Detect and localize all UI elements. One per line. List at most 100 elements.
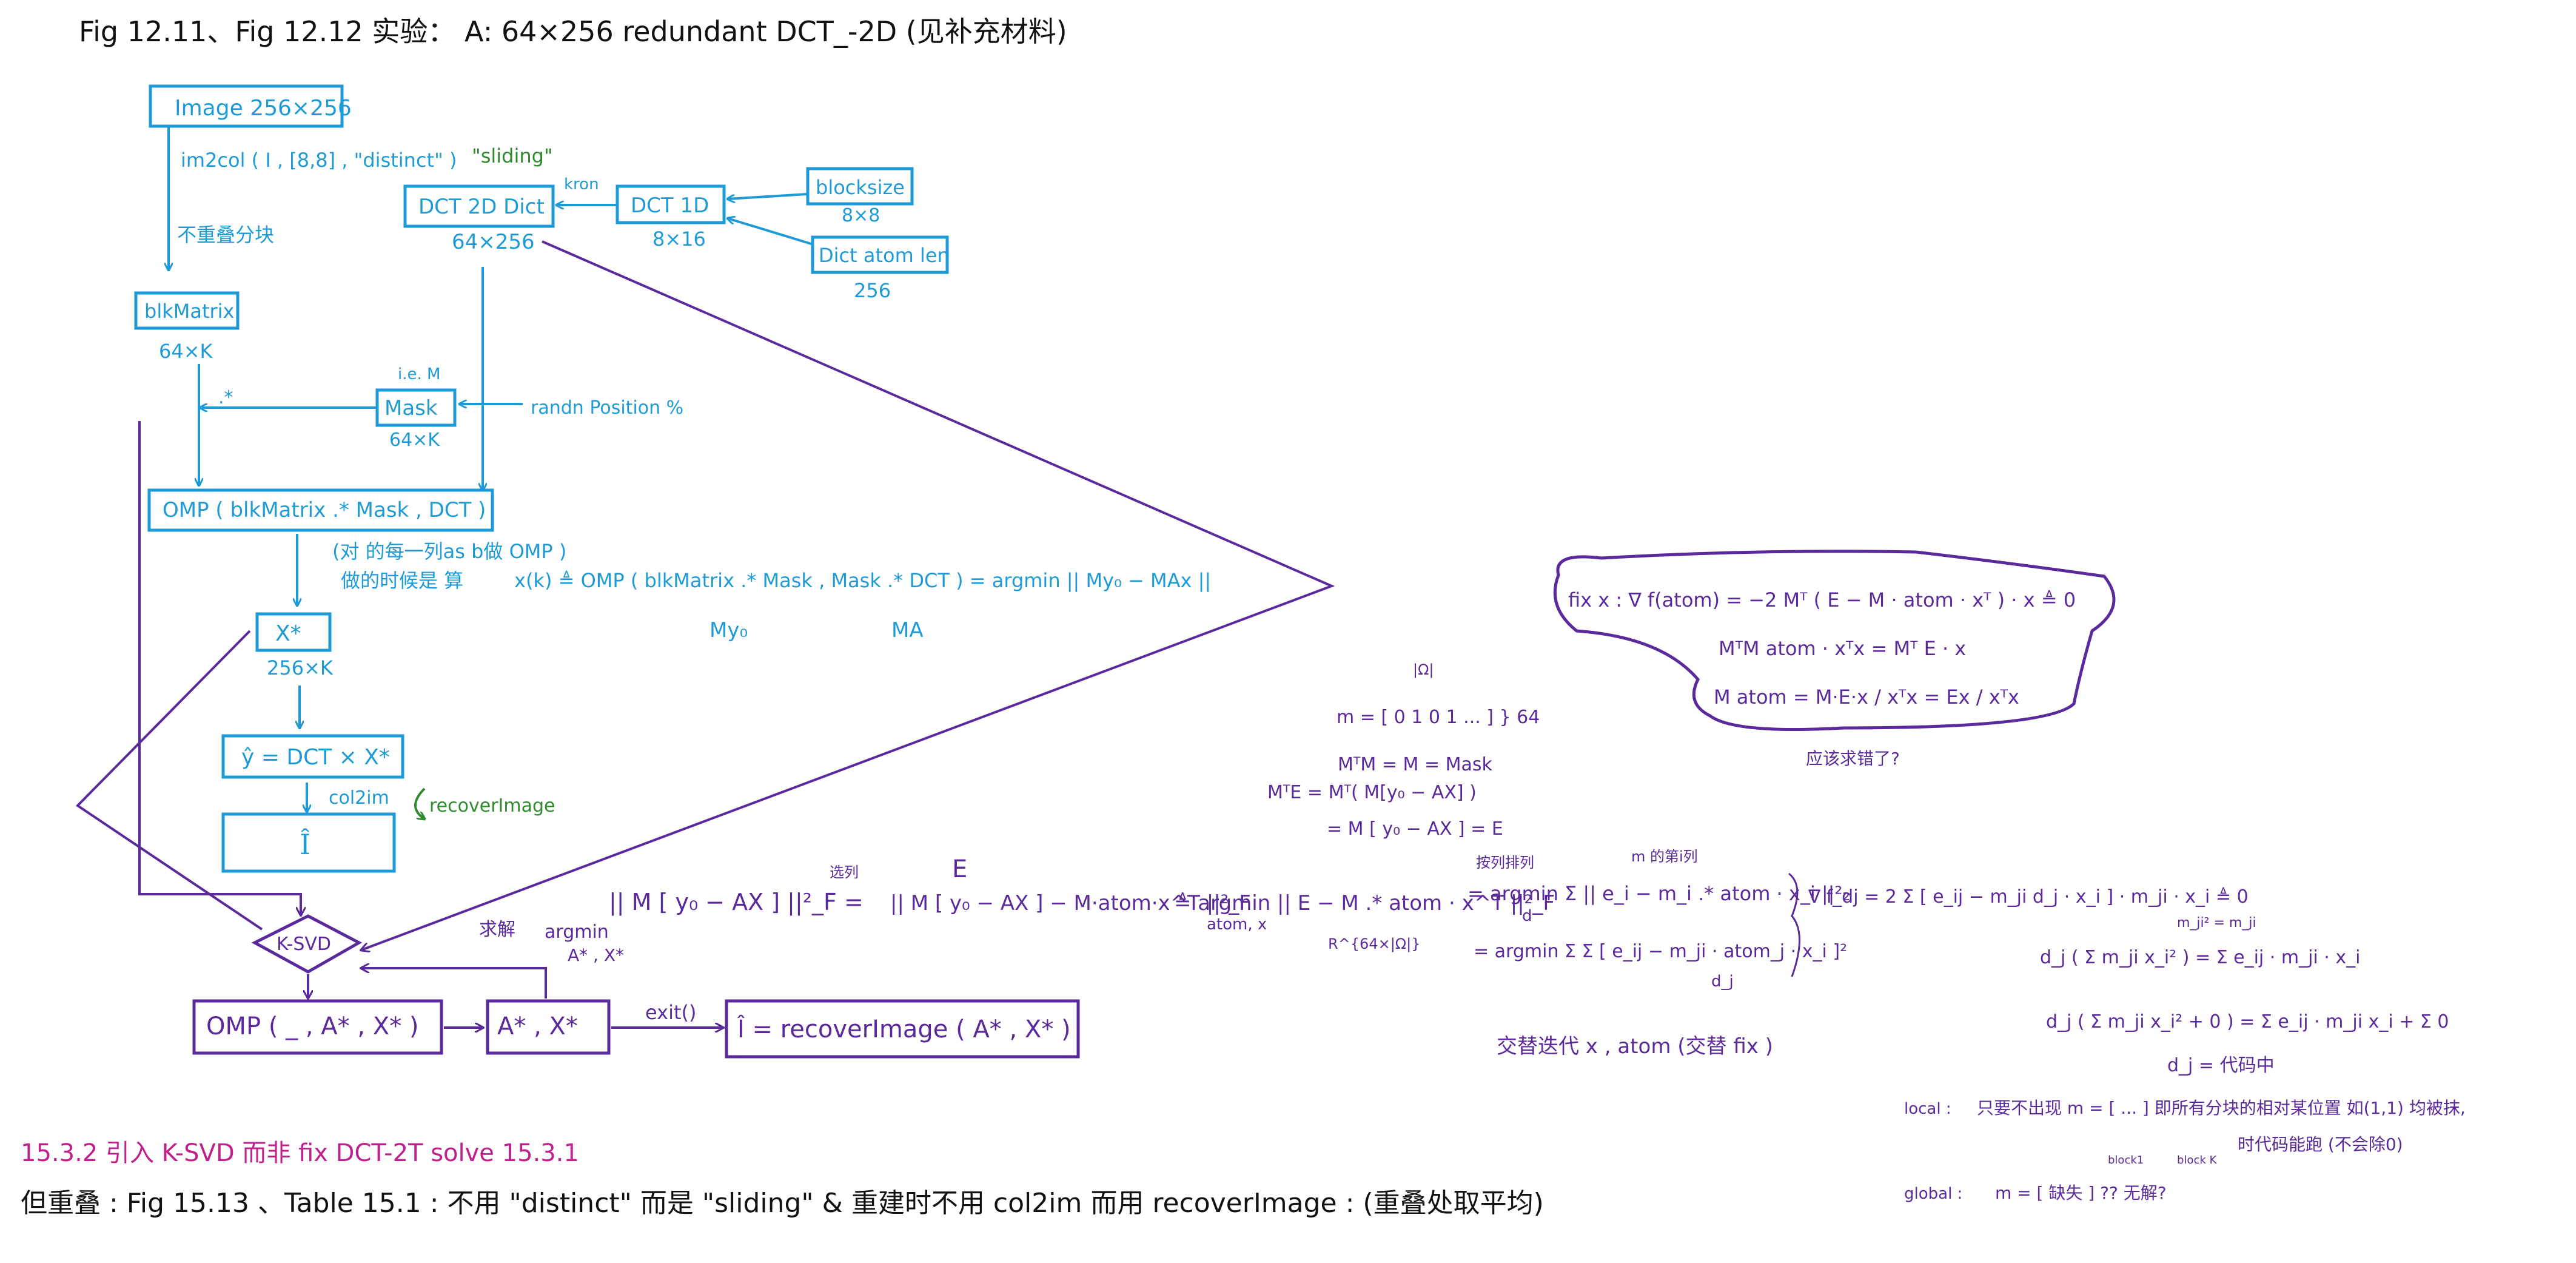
xstar-label: X* [275,621,301,646]
yhat-box [221,734,404,779]
ihat-label: Î [300,827,310,861]
argmin-ax: argmin [545,921,609,943]
argmin-d: = argmin Σ || e_i − m_i .* atom · x_i ||… [1467,882,1850,905]
e-label: E [952,855,967,883]
mask-dim: 64×K [389,429,440,451]
global-label: global : [1904,1185,1962,1203]
argmin-sum: = argmin Σ Σ [ e_ij − m_ji · atom_j · x_… [1474,941,1847,962]
blkmatrix-dim: 64×K [159,340,213,363]
fixbox-line1: fix x : ∇ f(atom) = −2 Mᵀ ( E − M · atom… [1568,588,2076,611]
atomlen-dim: 256 [854,279,891,302]
blockk-label: block K [2177,1154,2217,1167]
omp-note2: 做的时候是 算 [341,569,463,592]
dct2d-box [403,184,555,228]
ax-label: A* , X* [497,1012,578,1040]
fixbox-line2: MᵀM atom · xᵀx = Mᵀ E · x [1719,637,1966,660]
final-box [725,999,1080,1059]
alternate-label: 交替迭代 x , atom (交替 fix ) [1497,1034,1773,1059]
eq2: d_j ( Σ m_ji x_i² + 0 ) = Σ e_ij · m_ji … [2046,1011,2449,1032]
mte: MᵀE = Mᵀ( M[y₀ − AX] ) [1267,782,1477,803]
mte2: = M [ y₀ − AX ] = E [1327,818,1503,840]
ksvd-label: K-SVD [277,934,331,955]
objective: || M [ y₀ − AX ] ||²_F = [609,889,864,916]
dj-result: d_j = 代码中 [2167,1055,2275,1076]
mask-to-ksvd-line [138,421,301,915]
brace [1788,872,1800,977]
mji-sq: m_ji² = m_ji [2177,915,2256,931]
randn-label: randn Position % [531,397,683,419]
xstar-box [255,612,332,652]
yhat-label: ŷ = DCT × X* [241,745,390,770]
dct2d-dim: 64×256 [452,230,535,254]
omega-label: |Ω| [1413,661,1434,678]
blkmatrix-label: blkMatrix [144,300,234,323]
xstar-dim: 256×K [267,656,334,679]
fixbox-note: 应该求错了? [1806,749,1900,769]
global-text: m = [ 缺失 ] ?? 无解? [1995,1183,2167,1203]
atomlen-box [811,235,949,274]
atomlen-label: Dict atom len [819,244,950,267]
omp-box [147,488,494,532]
image-label: Image 256×256 [175,96,352,121]
mask-note: i.e. M [398,365,440,383]
d-sub: d [1522,907,1532,925]
solve-label: 求解 [479,919,515,940]
m-def: m = [ 0 1 0 1 ... ] } 64 [1337,707,1540,728]
dj-label: d_j [1711,972,1734,991]
grad: ∇ f_dj = 2 Σ [ e_ij − m_ji d_j · x_i ] ·… [1808,886,2249,908]
omp2-label: OMP ( _ , A* , X* ) [206,1012,419,1040]
exit-label: exit() [645,1001,696,1024]
dotstar-label: .* [218,387,233,408]
blocksize-dim: 8×8 [842,205,880,226]
ksvd-diamond [251,914,363,974]
omp-note1: (对 的每一列as b做 OMP ) [332,540,566,563]
sliding-label: "sliding" [472,144,553,167]
blocksize-label: blocksize [816,176,905,199]
fix-cloud [1553,550,2116,731]
page-title: Fig 12.11、Fig 12.12 实验： A: 64×256 redund… [79,15,1067,48]
recover-image-label: recoverImage [429,795,555,817]
footer-line1: 15.3.2 引入 K-SVD 而非 fix DCT-2T solve 15.3… [21,1139,579,1167]
dct1d-dim: 8×16 [652,227,706,251]
r-dim: R^{64×|Ω|} [1328,935,1420,952]
dct1d-box [615,184,726,224]
ax-box [486,999,611,1055]
mask-label: Mask [384,396,438,420]
image-box [149,84,344,128]
mask-box [375,388,457,427]
omp-formula: x(k) ≜ OMP ( blkMatrix .* Mask , Mask .*… [514,569,1211,592]
atom-x-sub: atom, x [1207,915,1267,934]
col2im-label: col2im [329,787,389,809]
triangle-left [75,630,263,931]
final-label: Î = recoverImage ( A* , X* ) [737,1014,1071,1043]
local-label: local : [1904,1100,1951,1118]
local-text: 只要不出现 m = [ ... ] 即所有分块的相对某位置 如(1,1) 均被抹… [1977,1098,2466,1118]
loop-back-line [361,968,547,999]
follow-label: 按列排列 [1476,854,1534,871]
kron-label: kron [564,175,599,194]
mtm: MᵀM = M = Mask [1338,754,1493,775]
im2col-label: im2col ( I , [8,8] , "distinct" ) [181,149,457,172]
select-label: 选列 [830,864,859,881]
eq1: d_j ( Σ m_ji x_i² ) = Σ e_ij · m_ji · x_… [2040,947,2360,968]
footer-line2: 但重叠 : Fig 15.13 、Table 15.1 : 不用 "distin… [21,1188,1544,1219]
expand: || M [ y₀ − AX ] − M·atom·x^T ||²_F [890,891,1251,915]
triangle-right [361,240,1335,950]
omp2-box [192,999,443,1055]
atomlen-arrow [728,218,812,245]
argmin-atom: ≜ argmin || E − M .* atom · x^T ||²_F [1174,891,1555,915]
blkmatrix-box [134,291,240,330]
block1-label: block1 [2108,1154,2144,1167]
dct2d-label: DCT 2D Dict [418,195,545,219]
argmin-ax-sub: A* , X* [568,945,624,965]
ihat-box [221,812,396,873]
recover-arrow [414,787,424,819]
ma-label: MA [891,618,924,642]
local-text2: 时代码能跑 (不会除0) [2238,1134,2403,1154]
m-col-label: m 的第i列 [1631,848,1698,865]
dct1d-label: DCT 1D [631,194,709,218]
my0-label: My₀ [709,618,748,642]
fixbox-line3: M atom = M·E·x / xᵀx = Ex / xᵀx [1714,685,2019,709]
blocksize-box [806,167,914,206]
